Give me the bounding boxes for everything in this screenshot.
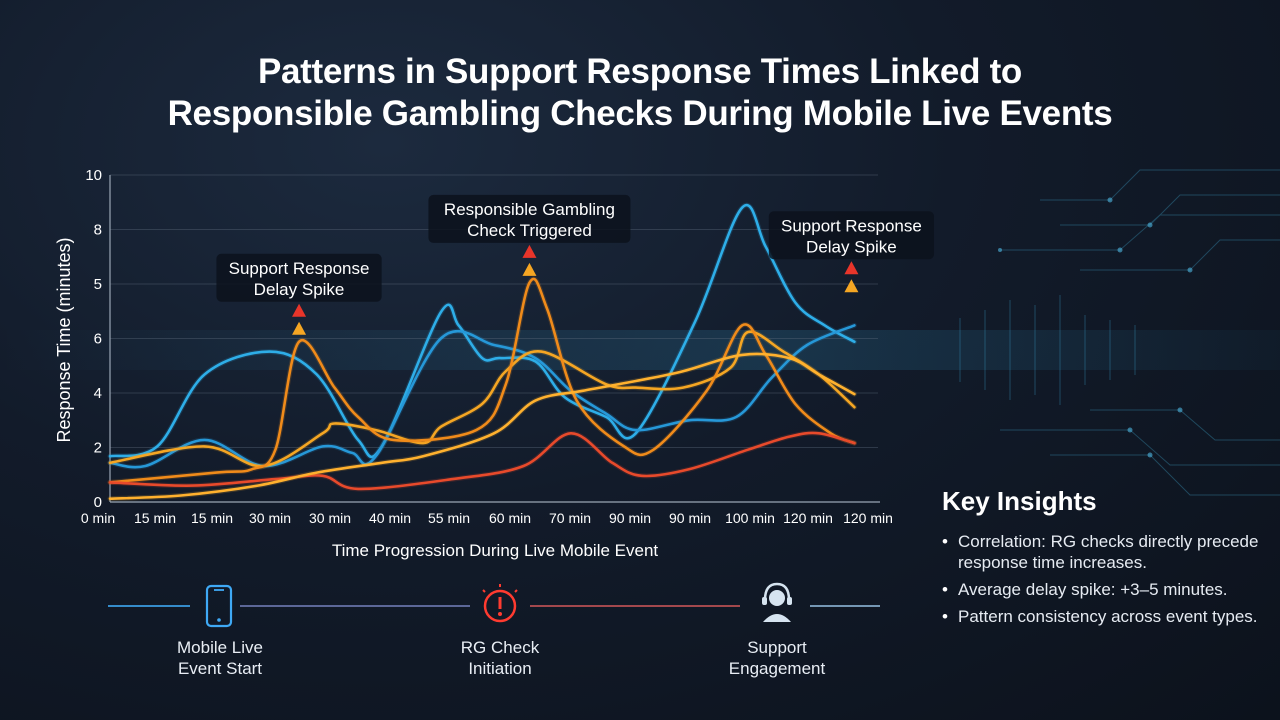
flow-step-label-line2: Initiation bbox=[468, 659, 532, 678]
annotation-box bbox=[428, 194, 631, 243]
x-tick-label: 120 min bbox=[783, 510, 833, 526]
warning-triangle-icon bbox=[522, 262, 537, 276]
y-tick-labels: 0 2 4 6 5 8 10 bbox=[85, 167, 102, 511]
x-tick-label: 90 min bbox=[669, 510, 711, 526]
annotation-box bbox=[768, 211, 935, 260]
series-line-1 bbox=[108, 203, 856, 459]
flow-step-label-line2: Engagement bbox=[728, 659, 826, 678]
series-line-4 bbox=[108, 277, 856, 484]
x-tick-label: 30 min bbox=[309, 510, 351, 526]
x-axis-label: Time Progression During Live Mobile Even… bbox=[332, 541, 659, 560]
alert-triangle-icon bbox=[522, 244, 537, 258]
alert-icon bbox=[482, 584, 518, 623]
x-tick-label: 70 min bbox=[549, 510, 591, 526]
x-tick-labels: 0 min 15 min 15 min 30 min 30 min 40 min 55 mi… bbox=[81, 510, 893, 526]
x-tick-label: 40 min bbox=[369, 510, 411, 526]
chart-title-line-2: Responsible Gambling Checks During Mobil… bbox=[167, 94, 1113, 133]
x-tick-label: 15 min bbox=[134, 510, 176, 526]
x-tick-label: 120 min bbox=[843, 510, 893, 526]
insights-list: Correlation: RG checks directly precede … bbox=[942, 531, 1262, 627]
alert-triangle-icon bbox=[292, 303, 307, 317]
annotation-box bbox=[216, 253, 382, 302]
x-tick-label: 0 min bbox=[81, 510, 115, 526]
chart-title-line-1: Patterns in Support Response Times Linke… bbox=[257, 52, 1023, 91]
series-line-5 bbox=[108, 431, 856, 491]
key-insights-panel: Key Insights Correlation: RG checks dire… bbox=[942, 486, 1262, 633]
y-tick-label: 8 bbox=[94, 222, 102, 239]
x-tick-label: 55 min bbox=[428, 510, 470, 526]
series-lines bbox=[107, 202, 857, 502]
insight-item: Correlation: RG checks directly precede … bbox=[942, 531, 1262, 573]
x-tick-label: 30 min bbox=[249, 510, 291, 526]
y-tick-label: 6 bbox=[94, 331, 102, 348]
x-tick-label: 15 min bbox=[191, 510, 233, 526]
y-tick-label: 0 bbox=[94, 494, 102, 511]
warning-triangle-icon bbox=[844, 279, 859, 293]
x-tick-label: 60 min bbox=[489, 510, 531, 526]
flow-step-label-line1: Support bbox=[747, 638, 807, 657]
insights-title: Key Insights bbox=[942, 486, 1097, 516]
insight-item: Pattern consistency across event types. bbox=[942, 606, 1262, 627]
y-tick-label: 4 bbox=[94, 385, 102, 402]
annotation-text-line1: Responsible Gambling bbox=[444, 200, 615, 219]
annotation-text-line2: Check Triggered bbox=[467, 221, 592, 240]
y-tick-label: 2 bbox=[94, 440, 102, 457]
flow-step-label-line1: Mobile Live bbox=[177, 638, 263, 657]
series-line-3 bbox=[108, 330, 856, 468]
alert-triangle-icon bbox=[844, 261, 859, 275]
y-axis-label: Response Time (minutes) bbox=[54, 237, 74, 442]
insight-item: Average delay spike: +3–5 minutes. bbox=[942, 579, 1262, 600]
series-line-2 bbox=[108, 324, 856, 469]
flow-step-rg-check: RG Check Initiation bbox=[400, 637, 600, 679]
annotation-text-line1: Support Response bbox=[781, 216, 922, 235]
grid-lines bbox=[110, 174, 878, 448]
y-tick-label: 10 bbox=[85, 167, 102, 184]
flow-step-event-start: Mobile Live Event Start bbox=[120, 637, 320, 679]
annotation-text-line2: Delay Spike bbox=[254, 280, 345, 299]
x-tick-label: 90 min bbox=[609, 510, 651, 526]
flow-step-support-engagement: Support Engagement bbox=[677, 637, 877, 679]
flow-step-label-line2: Event Start bbox=[177, 659, 263, 678]
y-tick-label: 5 bbox=[94, 276, 102, 293]
x-tick-label: 100 min bbox=[725, 510, 775, 526]
headset-agent-icon bbox=[762, 582, 792, 622]
flow-step-label-line1: RG Check bbox=[460, 638, 540, 657]
annotation-text-line1: Support Response bbox=[229, 259, 370, 278]
series-line-6 bbox=[108, 352, 856, 500]
warning-triangle-icon bbox=[292, 321, 307, 335]
smartphone-icon bbox=[205, 584, 233, 628]
annotation-text-line2: Delay Spike bbox=[806, 237, 897, 256]
axes bbox=[109, 175, 880, 503]
